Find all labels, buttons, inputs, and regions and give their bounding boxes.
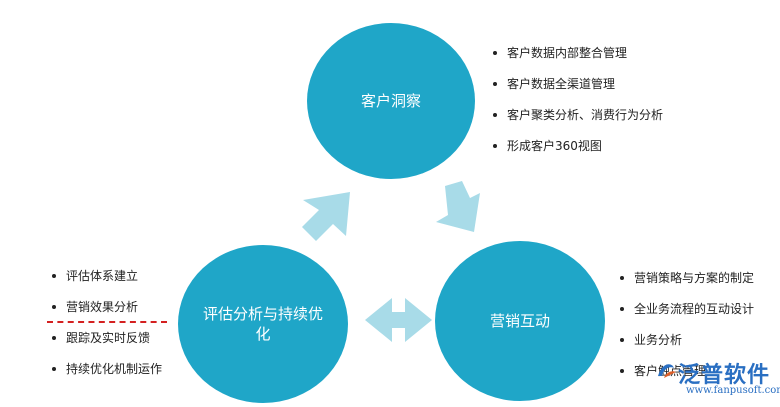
circle-customer-insight: 客户洞察: [307, 23, 475, 179]
circle-marketing-interaction: 营销互动: [435, 241, 605, 401]
circle-evaluation: 评估分析与持续优化: [178, 245, 348, 403]
arrow-left-to-top: [302, 192, 350, 241]
list-item: 业务分析: [620, 332, 754, 363]
list-item: 营销策略与方案的制定: [620, 270, 754, 301]
list-item: 形成客户360视图: [493, 138, 663, 169]
arrow-right-left-double: [365, 298, 432, 342]
list-marketing-interaction: 营销策略与方案的制定 全业务流程的互动设计 业务分析 客户触点管理: [620, 270, 754, 394]
logo-mark-icon: [658, 364, 676, 378]
watermark-url: www.fanpusoft.com: [686, 385, 780, 396]
list-item: 客户聚类分析、消费行为分析: [493, 107, 663, 138]
list-customer-insight: 客户数据内部整合管理 客户数据全渠道管理 客户聚类分析、消费行为分析 形成客户3…: [493, 45, 663, 169]
list-item: 营销效果分析: [52, 299, 162, 330]
watermark-logo-name: 泛普软件: [678, 363, 771, 388]
circle-label: 营销互动: [489, 312, 550, 330]
circle-label: 评估分析与持续优化: [203, 305, 324, 343]
list-item: 全业务流程的互动设计: [620, 301, 754, 332]
list-item: 客户数据全渠道管理: [493, 76, 663, 107]
list-evaluation: 评估体系建立 营销效果分析 跟踪及实时反馈 持续优化机制运作: [52, 268, 162, 392]
list-item: 跟踪及实时反馈: [52, 330, 162, 361]
red-dashed-underline: [47, 321, 167, 323]
list-item: 客户触点管理: [620, 363, 754, 394]
circle-label: 客户洞察: [360, 92, 421, 110]
list-item: 客户数据内部整合管理: [493, 45, 663, 76]
list-item: 评估体系建立: [52, 268, 162, 299]
list-item: 持续优化机制运作: [52, 361, 162, 392]
arrow-top-to-right: [436, 181, 480, 232]
